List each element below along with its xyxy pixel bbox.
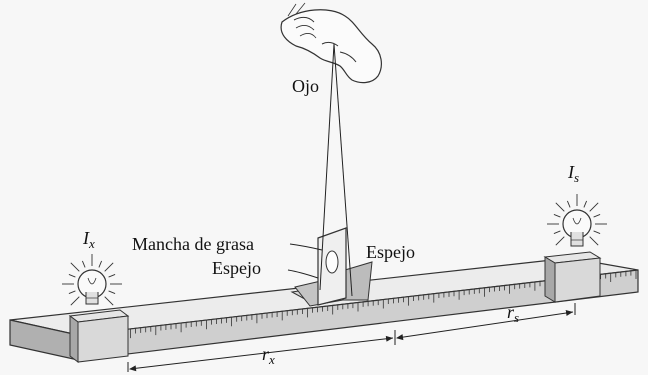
bulb-ray [68, 273, 76, 278]
rs-sub: s [514, 310, 519, 325]
bulb-ray [593, 230, 601, 235]
left-lamp-holder [68, 309, 130, 363]
left-bulb-rays [62, 254, 122, 306]
bulb-ray [589, 236, 599, 246]
mancha-de-grasa-label: Mancha de grasa [132, 234, 254, 254]
is-sub: s [574, 170, 579, 185]
sight-lines [319, 43, 353, 297]
is-main: I [567, 162, 575, 182]
bulb-ray [589, 202, 599, 212]
bulb-ray [553, 213, 561, 218]
leader-lines [287, 243, 323, 279]
is-label: Is [567, 162, 579, 185]
bulb-ray [555, 202, 565, 212]
dimension-rx [127, 330, 396, 372]
left-lightbulb-icon [62, 254, 122, 306]
rx-label: rx [262, 344, 275, 367]
bulb-ray [553, 230, 561, 235]
bulb-ray [81, 260, 86, 268]
right-bulb-rays [547, 194, 607, 246]
rx-sub: x [268, 352, 275, 367]
bulb-ray [104, 262, 114, 272]
bulb-ray [108, 273, 116, 278]
ix-main: I [82, 228, 90, 248]
rx-main: r [262, 344, 270, 364]
bulb-ray [104, 296, 114, 306]
bulb-ray [70, 296, 80, 306]
bulb-ray [566, 200, 571, 208]
rs-main: r [507, 302, 515, 322]
espejo-left-label: Espejo [212, 258, 261, 278]
ix-sub: x [88, 236, 95, 251]
dimension-rs [396, 303, 576, 341]
right-lightbulb-icon [547, 194, 607, 247]
bulb-ray [68, 290, 76, 295]
bulb-ray [593, 213, 601, 218]
eye-icon [280, 2, 382, 84]
rs-label: rs [507, 302, 519, 325]
bulb-ray [70, 262, 80, 272]
bulb-ray [108, 290, 116, 295]
bulb-ray [98, 260, 103, 268]
right-lamp-holder [543, 251, 602, 303]
bulb-ray [583, 200, 588, 208]
bulb-ray [555, 236, 565, 246]
ix-label: Ix [82, 228, 95, 251]
espejo-right-label: Espejo [366, 242, 415, 262]
mirror-icon [290, 227, 373, 307]
ojo-label: Ojo [292, 76, 319, 96]
